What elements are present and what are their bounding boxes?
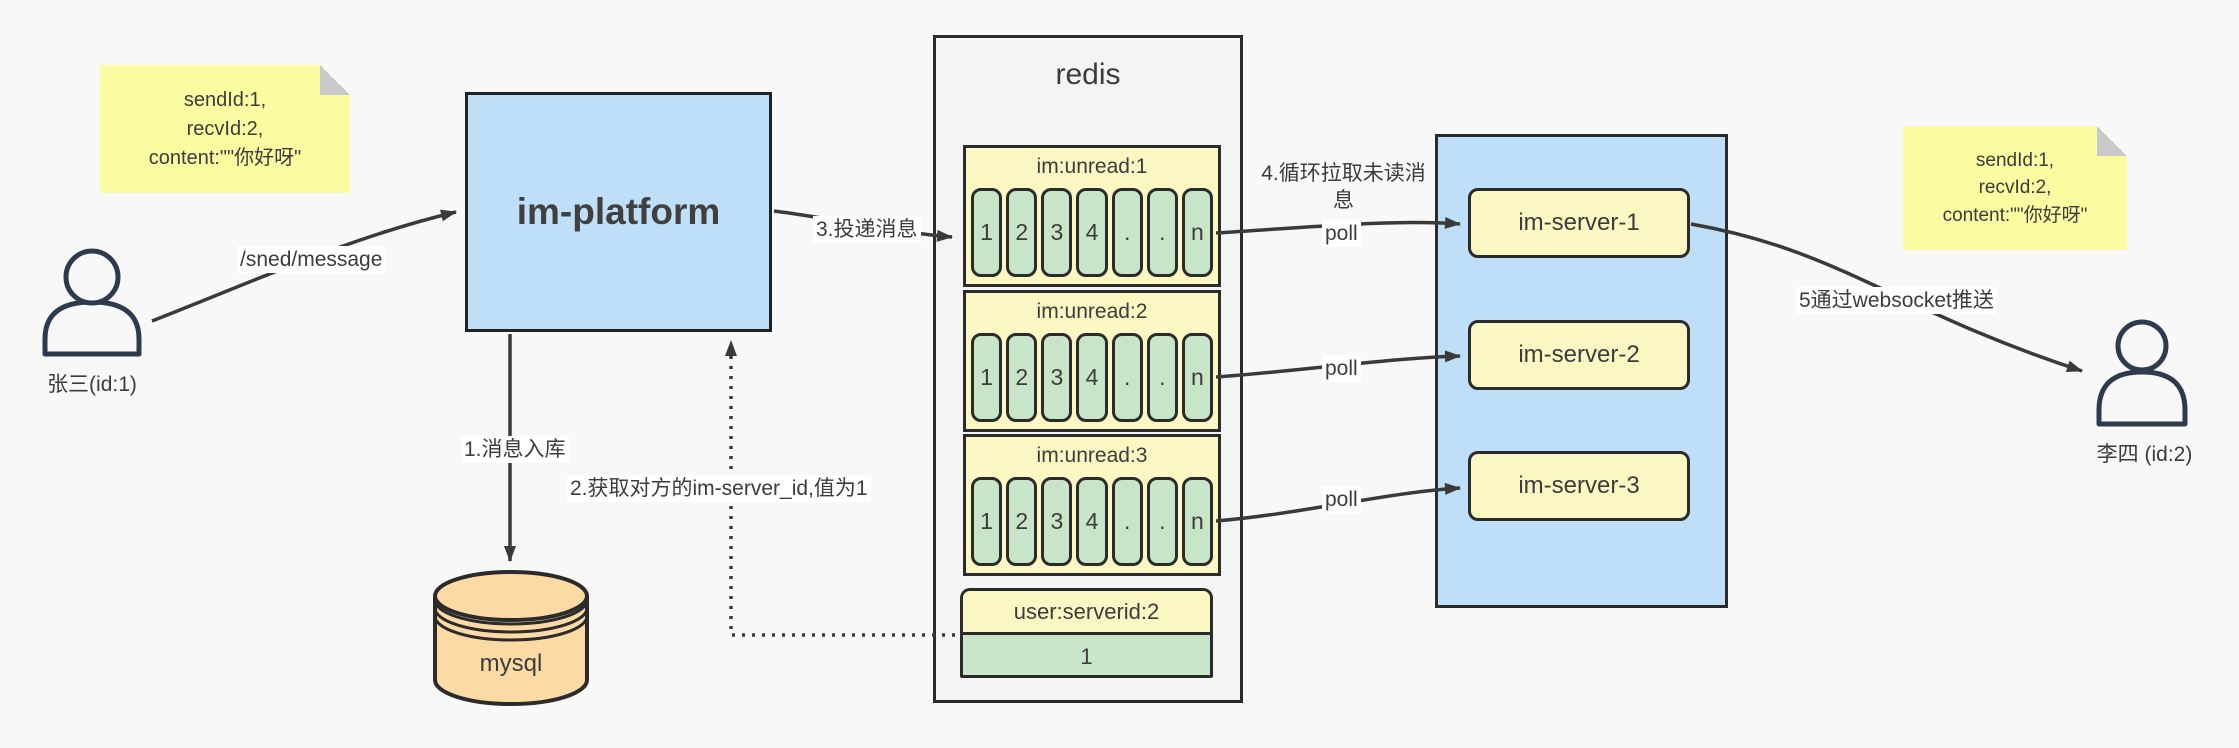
im-server-2-node: im-server-2: [1468, 320, 1690, 390]
pull-edge-label: 4.循环拉取未读消息: [1261, 162, 1426, 213]
queue-cell: 2: [1006, 188, 1038, 277]
push-edge-label: 5通过websocket推送: [1796, 287, 1997, 315]
queue-cell: .: [1146, 188, 1178, 277]
im-platform-node: im-platform: [465, 92, 772, 332]
mysql-database-icon: [433, 570, 589, 706]
store-edge-label: 1.消息入库: [461, 436, 569, 464]
im-platform-label: im-platform: [516, 191, 721, 232]
im-server-3-node: im-server-3: [1468, 451, 1690, 521]
queue-cell: 3: [1041, 477, 1073, 566]
note-line: sendId:1,: [1975, 149, 2055, 171]
note-line: content:""你好呀": [1942, 204, 2088, 226]
im-server-1-label: im-server-1: [1518, 209, 1640, 236]
queue-cell: 4: [1076, 188, 1108, 277]
note-line: recvId:2,: [1978, 177, 2052, 199]
im-server-1-node: im-server-1: [1468, 188, 1690, 258]
send-edge-label: /sned/message: [237, 246, 386, 274]
queue-cell: .: [1111, 477, 1143, 566]
queue-cell: .: [1146, 333, 1178, 422]
queue-cell: 3: [1041, 333, 1073, 422]
queue-header: im:unread:1: [1036, 155, 1148, 178]
queue-cell: 2: [1006, 333, 1038, 422]
queue-cell: 4: [1076, 477, 1108, 566]
note-fold-icon: [320, 65, 350, 95]
kv-header: user:serverid:2: [963, 591, 1210, 635]
redis-kv-user-serverid: user:serverid:2 1: [960, 588, 1213, 678]
im-server-2-label: im-server-2: [1518, 341, 1640, 368]
poll-edge-label-2: poll: [1322, 355, 1361, 383]
sticky-note-left: sendId:1, recvId:2, content:""你好呀": [100, 65, 350, 193]
note-fold-icon: [2097, 126, 2127, 156]
queue-cell: n: [1181, 188, 1213, 277]
queue-cells: 1 2 3 4 . . n: [971, 333, 1213, 422]
queue-cells: 1 2 3 4 . . n: [971, 188, 1213, 277]
queue-cell: .: [1111, 333, 1143, 422]
queue-cell: .: [1111, 188, 1143, 277]
redis-queue-1: im:unread:1 1 2 3 4 . . n: [963, 145, 1221, 287]
queue-cell: n: [1181, 477, 1213, 566]
kv-value: 1: [1080, 643, 1093, 669]
queue-cell: 1: [971, 333, 1003, 422]
redis-queue-2: im:unread:2 1 2 3 4 . . n: [963, 290, 1221, 432]
redis-queue-3: im:unread:3 1 2 3 4 . . n: [963, 434, 1221, 576]
note-line: content:""你好呀": [148, 146, 302, 169]
sticky-note-right: sendId:1, recvId:2, content:""你好呀": [1903, 126, 2127, 250]
queue-cell: 4: [1076, 333, 1108, 422]
note-line: sendId:1,: [183, 88, 267, 111]
queue-header: im:unread:3: [1036, 444, 1148, 467]
queue-cell: 1: [971, 188, 1003, 277]
im-server-3-label: im-server-3: [1518, 472, 1640, 499]
queue-cell: 1: [971, 477, 1003, 566]
poll-edge-label-1: poll: [1322, 220, 1361, 248]
receiver-label: 李四 (id:2): [2096, 443, 2193, 466]
queue-cell: .: [1146, 477, 1178, 566]
redis-title: redis: [1055, 58, 1121, 91]
receiver-person-icon: [2096, 319, 2188, 427]
queue-cells: 1 2 3 4 . . n: [971, 477, 1213, 566]
mysql-label: mysql: [479, 650, 543, 677]
sender-label: 张三(id:1): [47, 373, 137, 396]
lookup-edge-label: 2.获取对方的im-server_id,值为1: [567, 475, 871, 503]
deliver-edge-label: 3.投递消息: [813, 216, 921, 244]
note-line: recvId:2,: [186, 117, 264, 140]
queue-cell: 2: [1006, 477, 1038, 566]
queue-header: im:unread:2: [1036, 300, 1148, 323]
sender-person-icon: [42, 248, 142, 357]
queue-cell: 3: [1041, 188, 1073, 277]
poll-edge-label-3: poll: [1322, 486, 1361, 514]
queue-cell: n: [1181, 333, 1213, 422]
